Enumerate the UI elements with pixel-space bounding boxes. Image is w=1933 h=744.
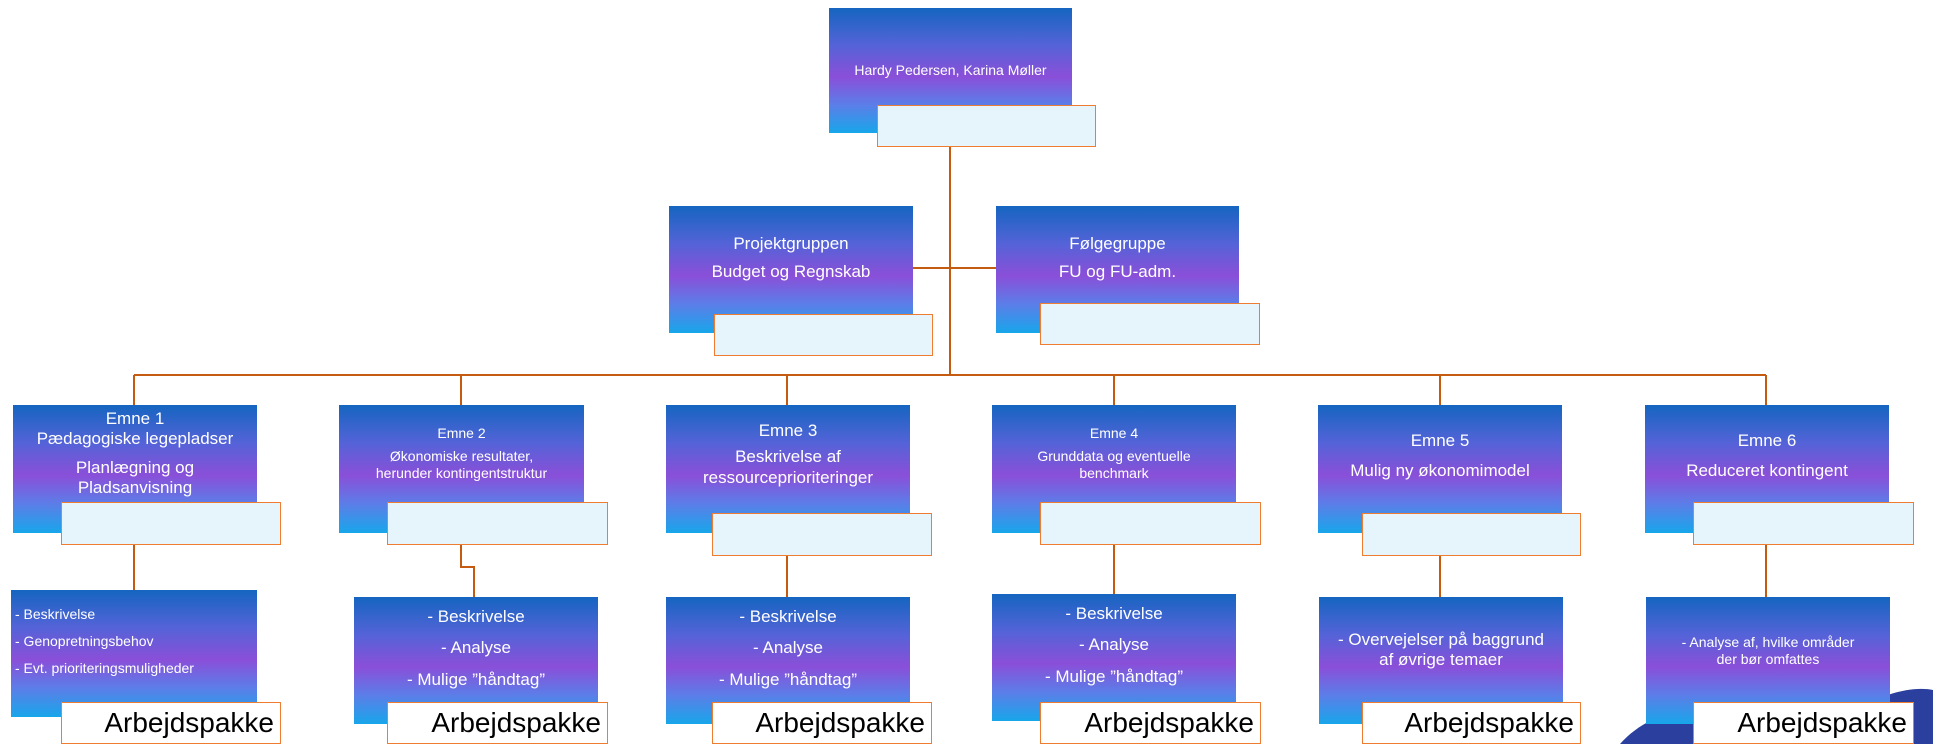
- package-1-line-2: - Genopretningsbehov: [15, 632, 154, 649]
- topic-3-line-2: ressourceprioriteringer: [702, 467, 874, 487]
- topic-5-line-1: Mulig ny økonomimodel: [1350, 461, 1530, 481]
- topic-1-line-2: Planlægning og: [75, 457, 195, 477]
- topic-4-heading: Emne 4: [1089, 425, 1139, 441]
- topic-box-1: Emne 1 Pædagogiske legepladser Planlægni…: [13, 405, 257, 533]
- package-4-line-3: - Mulige ”håndtag”: [1045, 666, 1183, 686]
- package-4-line-1: - Beskrivelse: [1065, 604, 1163, 623]
- topic-2-heading: Emne 2: [437, 425, 486, 441]
- package-6-label: Arbejdspakke: [1693, 702, 1914, 744]
- group-box-projektgruppen-subtitle: Budget og Regnskab: [711, 262, 871, 282]
- topic-box-3: Emne 3 Beskrivelse af ressourceprioriter…: [666, 405, 910, 533]
- connector-package-2: [460, 533, 475, 597]
- package-1-line-3: - Evt. prioriteringsmuligheder: [15, 659, 194, 676]
- package-5-line-1: - Overvejelser på baggrund: [1337, 630, 1544, 649]
- package-2-line-1: - Beskrivelse: [427, 607, 525, 626]
- package-3-line-3: - Mulige ”håndtag”: [719, 669, 857, 689]
- package-2-line-2: - Analyse: [441, 638, 511, 658]
- topic-5-heading: Emne 5: [1410, 431, 1470, 450]
- topic-1-line-3: Pladsanvisning: [77, 478, 193, 498]
- package-4-line-2: - Analyse: [1079, 635, 1149, 655]
- package-2-line-3: - Mulige ”håndtag”: [407, 669, 545, 689]
- group-box-projektgruppen-title: Projektgruppen: [733, 234, 849, 253]
- package-1-label: Arbejdspakke: [61, 702, 281, 744]
- group-box-projektgruppen: Projektgruppen Budget og Regnskab: [669, 206, 913, 333]
- topic-6-line-1: Reduceret kontingent: [1686, 461, 1848, 481]
- topic-3-tag: [712, 513, 932, 556]
- topic-2-line-1: Økonomiske resultater,: [389, 447, 534, 464]
- topic-6-tag: [1693, 502, 1914, 545]
- package-box-1: - Beskrivelse - Genopretningsbehov - Evt…: [11, 590, 257, 717]
- package-6-line-1: - Analyse af, hvilke områder: [1681, 634, 1855, 650]
- topic-4-line-2: benchmark: [1079, 464, 1149, 481]
- topic-4-tag: [1040, 502, 1261, 545]
- topic-3-line-1: Beskrivelse af: [735, 447, 841, 467]
- package-2-label: Arbejdspakke: [387, 702, 608, 744]
- package-5-label: Arbejdspakke: [1362, 702, 1581, 744]
- package-3-line-2: - Analyse: [753, 638, 823, 658]
- package-1-line-1: - Beskrivelse: [15, 606, 96, 622]
- package-5-line-2: af øvrige temaer: [1379, 650, 1503, 670]
- topic-1-tag: [61, 502, 281, 545]
- group-box-folgegruppe-title: Følgegruppe: [1069, 234, 1166, 253]
- topic-4-line-1: Grunddata og eventuelle: [1037, 447, 1191, 464]
- group-box-folgegruppe-tag: [1040, 303, 1260, 345]
- package-box-4: - Beskrivelse - Analyse - Mulige ”håndta…: [992, 594, 1236, 721]
- package-3-line-1: - Beskrivelse: [739, 607, 837, 626]
- topic-box-5: Emne 5 Mulig ny økonomimodel: [1318, 405, 1562, 533]
- package-6-line-2: der bør omfattes: [1716, 650, 1820, 667]
- package-4-label: Arbejdspakke: [1040, 702, 1261, 744]
- topic-3-heading: Emne 3: [758, 421, 818, 440]
- top-box-tag: [877, 105, 1096, 147]
- topic-2-line-2: herunder kontingentstruktur: [375, 464, 548, 481]
- topic-1-line-1: Pædagogiske legepladser: [36, 429, 234, 449]
- group-box-projektgruppen-tag: [714, 314, 933, 356]
- topic-6-heading: Emne 6: [1737, 431, 1797, 450]
- group-box-folgegruppe-subtitle: FU og FU-adm.: [1058, 262, 1177, 282]
- topic-5-tag: [1362, 513, 1581, 556]
- package-3-label: Arbejdspakke: [712, 702, 932, 744]
- topic-1-heading: Emne 1: [105, 409, 165, 428]
- top-box-text: Hardy Pedersen, Karina Møller: [854, 62, 1047, 79]
- topic-2-tag: [387, 502, 608, 545]
